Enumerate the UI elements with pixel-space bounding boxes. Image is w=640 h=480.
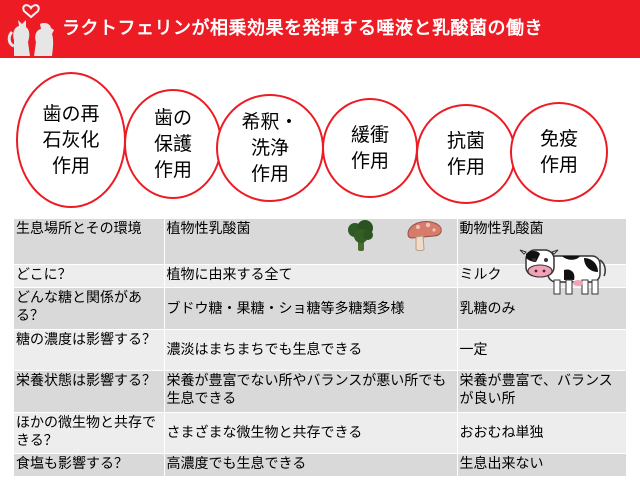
table-cell: さまざまな微生物と共存できる	[164, 412, 458, 455]
table-cell: 糖の濃度は影響する？	[14, 329, 165, 372]
table-cell: 栄養が豊富でない所やバランスが悪い所でも生息できる	[164, 370, 458, 413]
table-cell: 栄養が豊富で、バランスが良い所	[457, 370, 626, 413]
table-cell: ほかの微生物と共存できる？	[14, 412, 165, 455]
table-cell: 植物性乳酸菌	[164, 219, 458, 266]
function-circle-remineralization: 歯の再 石灰化 作用	[16, 72, 126, 208]
function-circle-antibacterial: 抗菌 作用	[416, 104, 516, 204]
function-circle-protection: 歯の 保護 作用	[124, 89, 222, 199]
table-cell: どんな糖と関係がある？	[14, 287, 165, 330]
table-cell: おおむね単独	[457, 412, 626, 455]
table-cell: 一定	[457, 329, 626, 372]
cow-icon	[519, 249, 606, 295]
function-label: 希釈・ 洗浄 作用	[241, 111, 299, 185]
function-label: 歯の 保護 作用	[153, 107, 192, 181]
page-title: ラクトフェリンが相乗効果を発揮する唾液と乳酸菌の働き	[62, 18, 543, 39]
table-cell: 栄養状態は影響する？	[14, 370, 165, 413]
table-cell: 食塩も影響する？	[14, 453, 165, 477]
function-label: 緩衝 作用	[350, 124, 389, 172]
table-row: 食塩も影響する？ 高濃度でも生息できる 生息出来ない	[14, 453, 626, 477]
table-row: どんな糖と関係がある？ ブドウ糖・果糖・ショ糖等多糖類多様 乳糖のみ	[14, 287, 626, 330]
function-label: 歯の再 石灰化 作用	[42, 103, 100, 177]
function-circle-dilution: 希釈・ 洗浄 作用	[216, 94, 324, 202]
table-cell: 植物に由来する全て	[164, 264, 458, 288]
function-label: 抗菌 作用	[446, 130, 485, 178]
table-row: 糖の濃度は影響する？ 濃淡はまちまちでも生息できる 一定	[14, 329, 626, 372]
table-cell: 濃淡はまちまちでも生息できる	[164, 329, 458, 372]
broccoli-icon	[348, 220, 373, 251]
title-banner: ラクトフェリンが相乗効果を発揮する唾液と乳酸菌の働き	[0, 0, 640, 58]
mushroom-icon	[407, 221, 442, 251]
table-row: ほかの微生物と共存できる？ さまざまな微生物と共存できる おおむね単独	[14, 412, 626, 455]
table-cell: どこに？	[14, 264, 165, 288]
table-cell: 生息場所とその環境	[14, 219, 165, 266]
table-cell: 生息出来ない	[457, 453, 626, 477]
function-label: 免疫 作用	[539, 128, 578, 176]
function-circle-immunity: 免疫 作用	[510, 102, 608, 202]
cat-dog-silhouette-icon	[7, 4, 54, 56]
table-row: 栄養状態は影響する？ 栄養が豊富でない所やバランスが悪い所でも生息できる 栄養が…	[14, 370, 626, 413]
table-cell: ブドウ糖・果糖・ショ糖等多糖類多様	[164, 287, 458, 330]
table-cell: 高濃度でも生息できる	[164, 453, 458, 477]
function-circle-buffer: 緩衝 作用	[322, 98, 418, 198]
